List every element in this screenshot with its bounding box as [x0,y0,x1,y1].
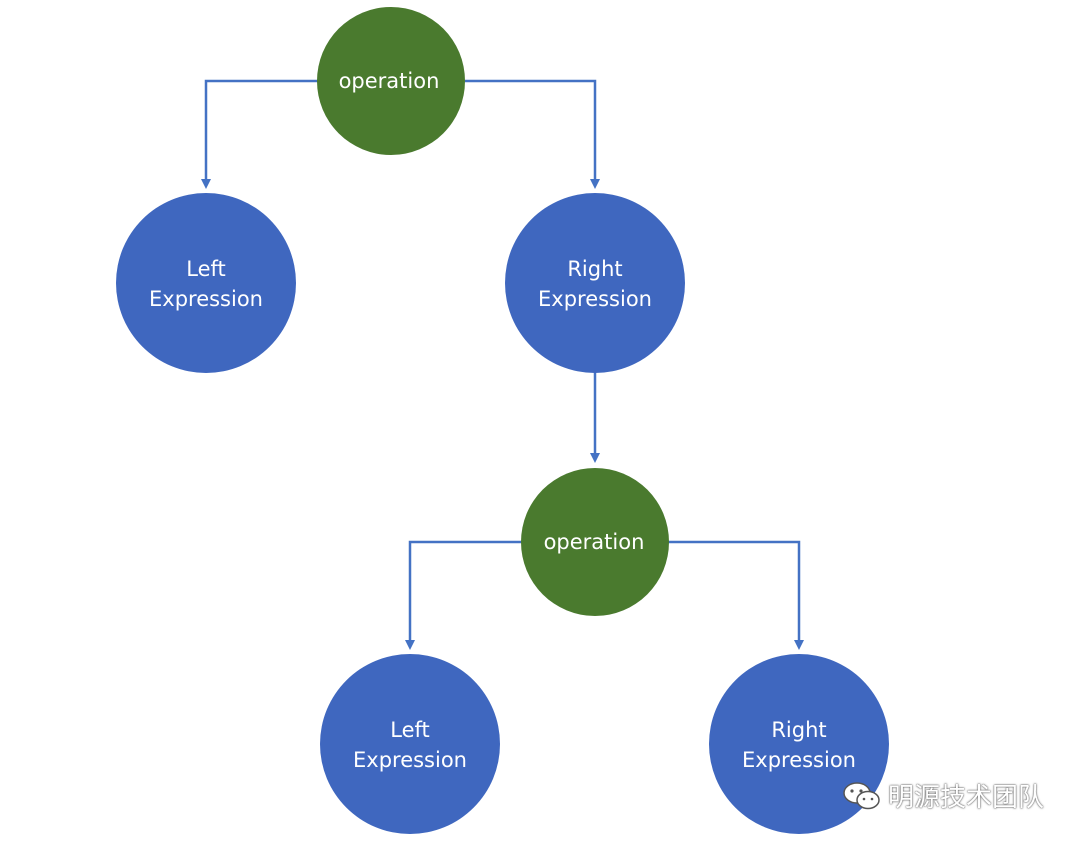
bottom-right-expression-line2: Expression [742,748,856,772]
top-operation-label: operation [339,69,440,93]
nested-operation-label: operation [544,530,645,554]
top-operation-circle [317,7,465,155]
watermark: 明源技术团队 [842,777,1044,814]
top-right-expression-node: Right Expression [505,193,685,373]
wechat-icon [843,781,880,809]
top-right-expression-line2: Expression [538,287,652,311]
bottom-left-expression-line1: Left [390,718,430,742]
bottom-left-expression-line2: Expression [353,748,467,772]
nested-operation-node: operation [521,468,669,616]
bottom-left-expression-node: Left Expression [320,654,500,834]
watermark-text: 明源技术团队 [887,783,1044,813]
top-left-expression-line2: Expression [149,287,263,311]
connector-top-op-to-left-expression [201,79,318,189]
connectors [201,79,804,650]
top-left-expression-line1: Left [186,257,226,281]
top-left-expression-node: Left Expression [116,193,296,373]
nested-operation-circle [521,468,669,616]
top-operation-node: operation [317,7,465,155]
top-left-expression-circle [116,193,296,373]
top-right-expression-circle [505,193,685,373]
connector-top-op-to-right-expression [465,79,600,189]
bottom-right-expression-line1: Right [771,718,826,742]
top-right-expression-line1: Right [567,257,622,281]
bottom-left-expression-circle [320,654,500,834]
connector-nested-op-to-right-expression [667,540,804,650]
connector-nested-op-to-left-expression [405,540,522,650]
